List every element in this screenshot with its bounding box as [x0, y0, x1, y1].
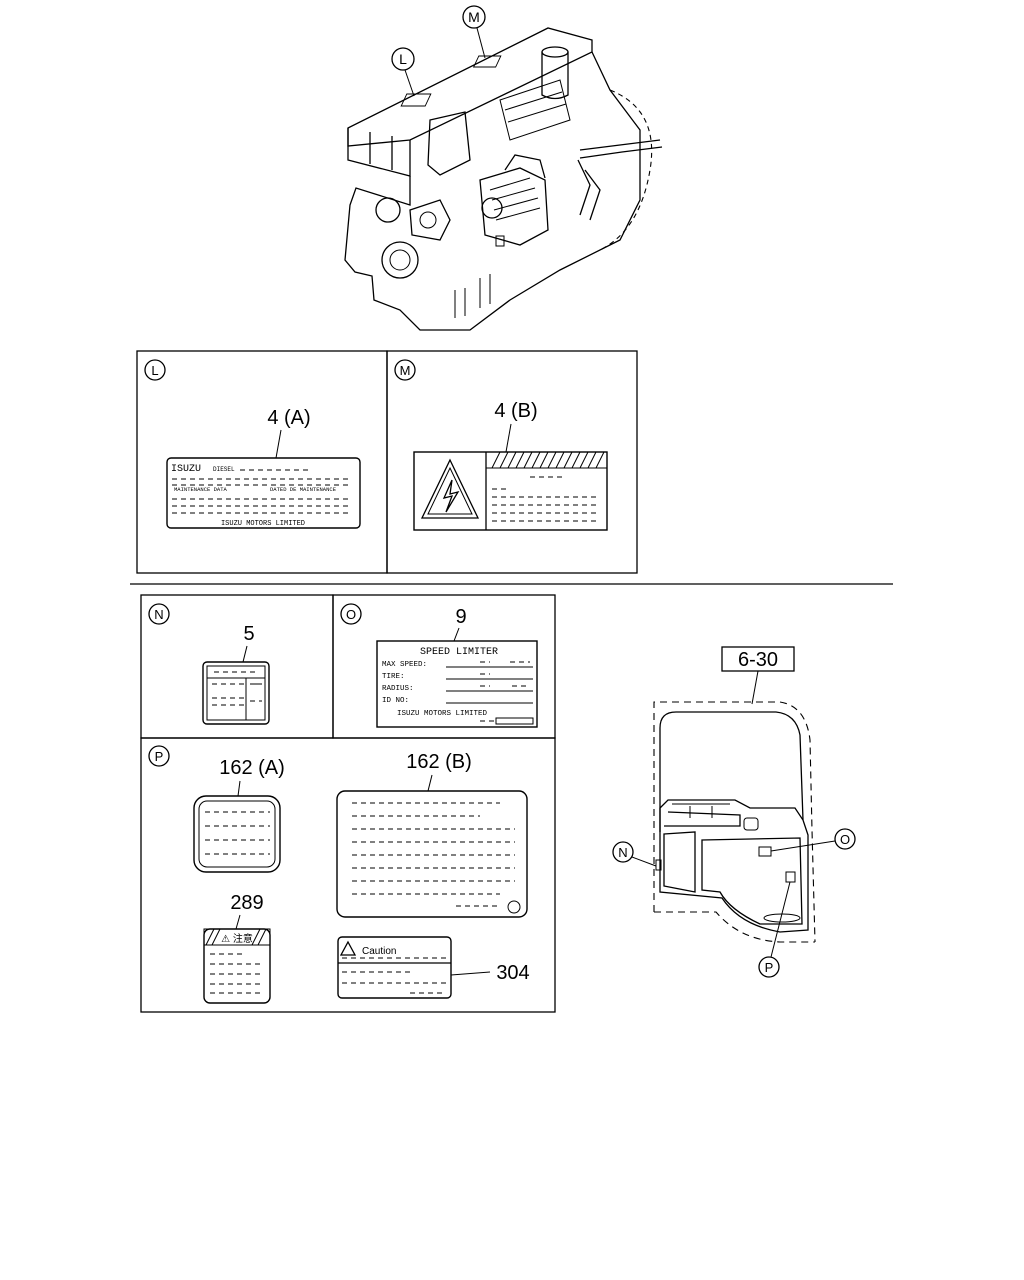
svg-text:6-30: 6-30: [738, 649, 778, 671]
svg-text:RADIUS:: RADIUS:: [382, 685, 414, 693]
svg-text:M: M: [468, 9, 480, 25]
engine-callout-l: L: [391, 47, 415, 97]
door-sticker-n: [655, 859, 662, 871]
part-label-289: 289: [230, 892, 263, 914]
panel-n: N 5: [140, 594, 334, 739]
svg-text:P: P: [155, 749, 164, 764]
door-illustration: 6-30 N O P: [612, 646, 856, 978]
svg-text:M: M: [400, 363, 411, 378]
svg-text:TIRE:: TIRE:: [382, 673, 405, 681]
high-voltage-warning-icon: [420, 458, 480, 519]
sticker-m-location: [472, 55, 502, 68]
panel-p: P 162 (A) 162 (B) 289: [140, 737, 556, 1013]
door-sticker-p: [785, 871, 796, 883]
label-9: SPEED LIMITER MAX SPEED: TIRE: RADIUS: I…: [376, 640, 538, 728]
svg-text:O: O: [346, 607, 356, 622]
label-5: [202, 661, 270, 725]
svg-text:L: L: [151, 363, 158, 378]
svg-text:DATED DE MAINTENANCE: DATED DE MAINTENANCE: [270, 486, 337, 493]
svg-text:O: O: [840, 832, 850, 847]
svg-text:N: N: [618, 845, 627, 860]
label-162a: [193, 795, 281, 873]
part-label-5: 5: [243, 623, 254, 645]
svg-text:P: P: [765, 960, 774, 975]
part-label-162b: 162 (B): [406, 751, 472, 773]
engine-callout-m: M: [462, 5, 486, 59]
part-label-4a: 4 (A): [267, 407, 310, 429]
svg-text:L: L: [399, 51, 407, 67]
svg-text:ISUZU MOTORS LIMITED: ISUZU MOTORS LIMITED: [221, 520, 305, 528]
engine-illustration: [344, 27, 663, 331]
svg-text:ISUZU MOTORS LIMITED: ISUZU MOTORS LIMITED: [397, 710, 488, 718]
label-289: ⚠ 注意: [203, 928, 271, 1004]
panel-o: O 9 SPEED LIMITER MAX SPEED: TIRE: RADIU…: [332, 594, 556, 739]
label-304: Caution: [337, 936, 452, 999]
svg-text:ID NO:: ID NO:: [382, 697, 409, 705]
panel-l: L 4 (A) ISUZU DIESEL MAINTENANCE DATA DA…: [136, 350, 388, 574]
svg-text:Caution: Caution: [362, 946, 396, 957]
svg-text:N: N: [154, 607, 163, 622]
part-label-304: 304: [496, 962, 529, 984]
part-label-9: 9: [455, 606, 466, 628]
caution-icon: ⚠ 注意: [221, 932, 253, 945]
caution-triangle-icon: [339, 940, 357, 956]
panel-m: M 4 (B): [386, 350, 638, 574]
svg-text:MAX SPEED:: MAX SPEED:: [382, 661, 427, 669]
svg-text:ISUZU: ISUZU: [171, 464, 201, 475]
label-4a: ISUZU DIESEL MAINTENANCE DATA DATED DE M…: [166, 457, 361, 529]
svg-text:MAINTENANCE DATA: MAINTENANCE DATA: [174, 486, 228, 493]
part-label-4b: 4 (B): [494, 400, 537, 422]
part-label-162a: 162 (A): [219, 757, 285, 779]
sticker-l-location: [400, 93, 432, 107]
svg-text:SPEED LIMITER: SPEED LIMITER: [420, 647, 498, 658]
label-162b: [336, 790, 528, 918]
svg-text:DIESEL: DIESEL: [213, 466, 235, 473]
label-4b: [413, 451, 608, 531]
door-sticker-o: [758, 846, 772, 857]
